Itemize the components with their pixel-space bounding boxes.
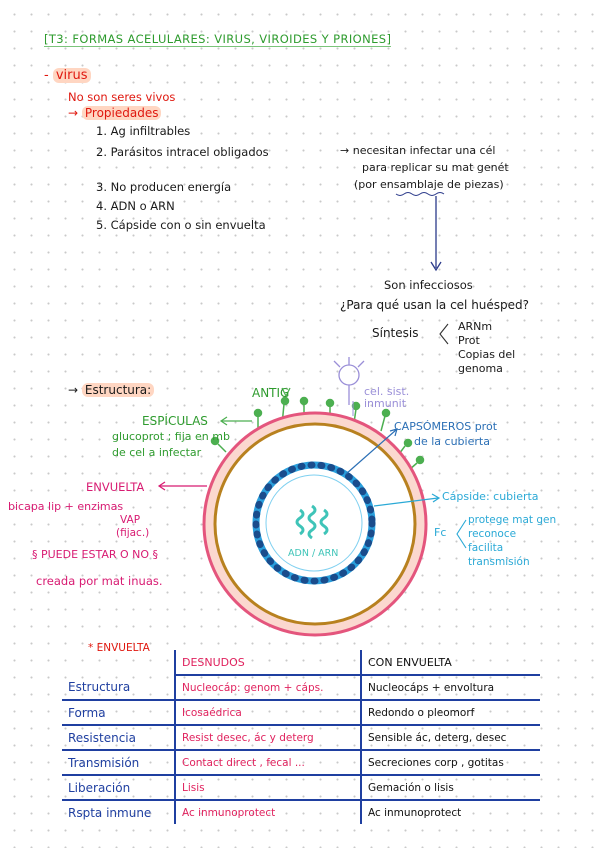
table-row-label: Rspta inmune [68,805,152,820]
capsid-arrow-head-icon [431,493,441,503]
comparison-table: DESNUDOS CON ENVUELTA Estructura Nucleoc… [62,650,540,824]
spikes-label: ESPÍCULAS [142,414,208,428]
arrow-right-icon: → [68,106,79,120]
structure-label: Estructura: [81,383,155,397]
table-cell-enveloped: Ac inmunoprotect [360,800,540,824]
function-item-1: protege mat gen [468,514,557,526]
property-2: 2. Parásitos intracel obligados [96,145,269,159]
capsomere-arrow [345,429,397,475]
envelope-label: ENVUELTA [86,480,145,494]
table-cell-naked: Icosaédrica [174,700,361,726]
parasite-note-arrow: → necesitan infectar una cél [340,144,495,157]
table-cell-naked: Ac inmunoprotect [174,800,361,824]
table-header-enveloped: CON ENVUELTA [360,650,540,676]
table-cell-enveloped: Redondo o pleomorf [360,700,540,726]
table-cell-enveloped: Secreciones corp , gotitas [360,750,540,776]
genome-label: ADN / ARN [288,548,339,559]
property-4: 4. ADN o ARN [96,199,175,213]
not-living-note: No son seres vivos [68,90,176,104]
function-item-3: facilita [468,542,504,554]
table-row: Resistencia Resist desec, ác y deterg Se… [62,725,540,751]
spikes [210,396,425,471]
envelope-desc-1: bicapa lip + enzimas [8,500,124,513]
parasite-note-line1: necesitan infectar una cél [352,144,496,157]
synthesis-item-1: ARNm [458,320,493,333]
table-row: Forma Icosaédrica Redondo o pleomorf [62,700,540,726]
wavy-underline [395,192,445,196]
table-cell-enveloped: Nucleocáps + envoltura [360,675,540,701]
envelope-arrow-head-icon [157,481,166,491]
table-caption: * ENVUELTA [88,642,150,654]
table-header-naked: DESNUDOS [174,650,361,676]
synthesis-item-4: genoma [458,362,503,375]
genome-icon [295,504,329,540]
function-abbrev: Fc [434,526,447,539]
table-cell-enveloped: Sensible ác, deterg, desec [360,725,540,751]
table-row-label: Transmisión [62,750,175,776]
table-cell-naked: Nucleocáp: genom + cáps. [174,675,361,701]
function-item-2: reconoce [468,528,517,540]
capsomeres [252,461,376,585]
immune-cell-line1: cel. sist. [364,385,410,398]
property-1: 1. Ag infiltrables [96,124,191,138]
infectious-note: Son infecciosos [384,278,473,292]
table-cell-naked: Lisis [174,775,361,801]
synthesis-item-3: Copias del [458,348,516,361]
function-item-4: transmisión [468,556,530,568]
structure-heading: → Estructura: [68,383,155,397]
capsomere-arrow-head-icon [389,428,398,437]
properties-heading: → Propiedades [68,106,162,120]
property-3: 3. No producen energía [96,180,232,194]
synthesis-label: Síntesis [372,326,419,340]
antibody-icon [281,387,291,397]
capsid-label: Cápside: cubierta [442,490,539,503]
table-row-label: Forma [62,700,175,726]
immune-cell-line2: inmunit [364,397,407,410]
parasite-note-line2: para replicar su mat genét [362,161,509,174]
parasite-note-line3: (por ensamblaje de piezas) [354,178,504,191]
properties-label: Propiedades [81,106,162,120]
table-cell-naked: Resist desec, ác y deterg [174,725,361,751]
envelope-desc-5: creada por mat inuas. [36,574,163,588]
virus-label: virus [52,68,91,83]
table-row: Liberación Lisis Gemación o lisis [62,775,540,801]
table-row-label: Estructura [62,675,175,701]
function-brace [456,519,467,549]
antig-label: ANTIG [252,386,290,400]
arrow-right-icon: → [68,383,79,397]
immune-cell-label: cel. sist. inmunit [364,386,409,410]
table-cell-naked: Contact direct , fecal ... [174,750,361,776]
table-row: Transmisión Contact direct , fecal ... S… [62,750,540,776]
capsid-arrow [373,497,439,507]
arrow-head-down-icon [430,261,442,272]
envelope-desc-2: VAP [120,514,141,526]
property-5: 5. Cápside con o sin envuelta [96,218,266,232]
capsomeres-label-2: de la cubierta [414,435,490,448]
page-title: [T3: FORMAS ACELULARES: VIRUS, VIROIDES … [44,32,392,47]
table-row: Estructura Nucleocáp: genom + cáps. Nucl… [62,675,540,701]
spikes-desc-2: de cel a infectar [112,446,202,459]
virus-dash: - [44,68,49,83]
host-cell-question: ¿Para qué usan la cel huésped? [340,298,530,312]
table-row-label: Liberación [62,775,175,801]
envelope-desc-3: (fijac.) [116,527,150,539]
table-cell-enveloped: Gemación o lisis [360,775,540,801]
spikes-arrow-head-icon [219,416,228,426]
table-row: Rspta inmune Ac inmunoprotect Ac inmunop… [62,800,540,824]
table-row-label: Resistencia [62,725,175,751]
envelope-desc-4: § PUEDE ESTAR O NO § [32,548,159,561]
synthesis-item-2: Prot [458,334,480,347]
immune-cell-icon [333,357,365,405]
capsomeres-label-1: CAPSÓMEROS prot [394,420,498,433]
section-virus-heading: - virus [44,68,91,83]
arrow-right-icon: → [340,144,350,157]
spikes-desc-1: glucoprot ; fija en mb [112,430,230,443]
synthesis-brace [439,323,449,345]
table-header-empty [62,650,175,675]
table-header-row: DESNUDOS CON ENVUELTA [62,650,540,676]
